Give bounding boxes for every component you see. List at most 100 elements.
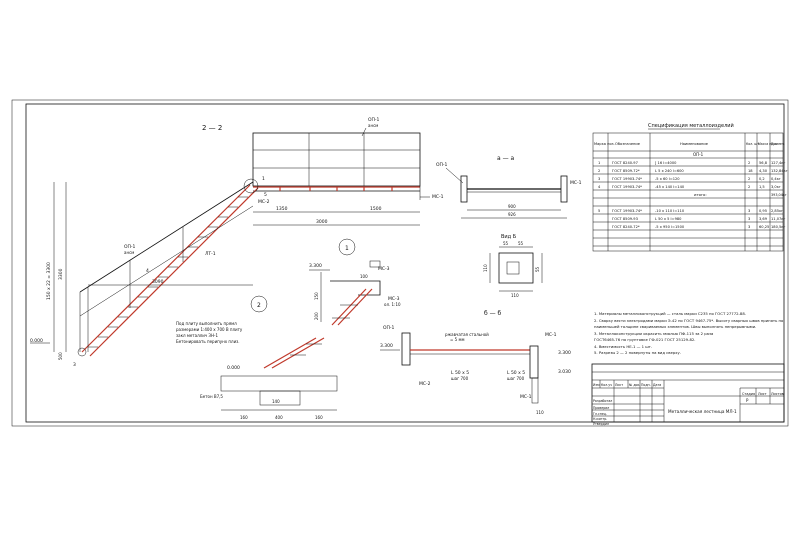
svg-text:400: 400: [275, 415, 283, 420]
svg-text:Масса ед.кг: Масса ед.кг: [758, 142, 778, 146]
svg-text:ансм: ансм: [124, 250, 134, 255]
svg-text:1. Материалы металлоконструкц: 1. Материалы металлоконструкций — сталь …: [594, 311, 746, 316]
svg-text:2,85кг: 2,85кг: [771, 209, 783, 213]
svg-text:ОП-1: ОП-1: [383, 325, 395, 331]
svg-text:-5 х 60 l=120: -5 х 60 l=120: [655, 177, 680, 181]
svg-text:L 50 х 5 l=980: L 50 х 5 l=980: [655, 217, 682, 221]
section-2-2: 2 — 2 ОП-1 ансм МС-1: [30, 117, 444, 368]
title-block: Изм Кол.уч Лист № док. Подп. Дата Разраб…: [591, 363, 785, 426]
stair-handrail: [79, 181, 254, 293]
svg-text:5: 5: [598, 209, 600, 213]
svg-text:500: 500: [58, 352, 63, 360]
svg-text:5: 5: [264, 192, 267, 198]
svg-text:3: 3: [748, 209, 750, 213]
svg-text:2. Сварку вести электродами м: 2. Сварку вести электродами марки Э-42 п…: [594, 318, 784, 323]
svg-text:№ док.: № док.: [629, 383, 640, 387]
svg-text:ЛТ-1: ЛТ-1: [205, 251, 216, 257]
svg-text:Под плиту выполнить прямл: Под плиту выполнить прямл: [176, 321, 237, 326]
svg-text:0.000: 0.000: [227, 365, 240, 371]
spec-row: 1 ГОСТ 8240-97 [ 16 l=4000 2 56,8 127,4к…: [598, 161, 785, 165]
svg-text:Наименование: Наименование: [680, 142, 709, 146]
svg-text:наименьшей толщине свариваемых: наименьшей толщине свариваемых элементов…: [594, 324, 756, 329]
svg-text:3300: 3300: [58, 268, 64, 280]
svg-text:шаг 700: шаг 700: [451, 376, 469, 381]
svg-text:1: 1: [598, 161, 600, 165]
svg-text:-10 х 110 l=110: -10 х 110 l=110: [655, 209, 685, 213]
svg-text:60,25: 60,25: [759, 225, 769, 229]
svg-text:ГОСТ 8509-93: ГОСТ 8509-93: [612, 217, 638, 221]
outer-frame: [11, 99, 789, 427]
svg-text:ГОСТ 8509-72*: ГОСТ 8509-72*: [612, 169, 640, 173]
svg-text:ГОСТ 8240-97: ГОСТ 8240-97: [612, 161, 638, 165]
svg-text:Н.контр.: Н.контр.: [593, 417, 607, 421]
svg-text:ГОСТ 8240-72*: ГОСТ 8240-72*: [612, 225, 640, 229]
section-a-a: а — а ОП-1 МС-1 900 926: [436, 155, 582, 219]
svg-text:4. Вместимость НЕ-1 — 1 шт.: 4. Вместимость НЕ-1 — 1 шт.: [594, 344, 652, 349]
svg-text:4: 4: [598, 185, 601, 189]
svg-text:Листов: Листов: [771, 392, 784, 396]
svg-text:ансм: ансм: [368, 123, 378, 128]
svg-text:Подп.: Подп.: [641, 383, 651, 387]
svg-text:2: 2: [257, 302, 261, 309]
svg-text:Вид Б: Вид Б: [501, 234, 517, 240]
spec-row: 3 ГОСТ 19903-74* -5 х 60 l=120 2 0,2 0,4…: [598, 177, 781, 181]
svg-text:110: 110: [483, 264, 488, 272]
svg-text:ОП-1: ОП-1: [436, 162, 448, 168]
svg-text:3090: 3090: [152, 279, 164, 285]
svg-text:150 х 22 = 3300: 150 х 22 = 3300: [46, 262, 52, 300]
svg-text:Лист: Лист: [758, 392, 767, 396]
svg-text:L 5 х 240 l=600: L 5 х 240 l=600: [655, 169, 684, 173]
section-b-b: б — б ОП-1 ржавчатая стальной = 5 мм 3.3…: [380, 310, 571, 415]
svg-text:Р: Р: [746, 398, 749, 403]
svg-text:Гл.спец.: Гл.спец.: [593, 412, 607, 416]
svg-text:200: 200: [314, 312, 319, 320]
stair-treads: [88, 196, 248, 348]
svg-text:итого:: итого:: [694, 192, 707, 197]
svg-text:Стадия: Стадия: [742, 392, 755, 396]
svg-text:МС-2: МС-2: [419, 381, 431, 387]
svg-text:100: 100: [360, 274, 368, 279]
section-2-2-title: 2 — 2: [202, 124, 222, 132]
svg-text:Проверил: Проверил: [593, 406, 609, 410]
spec-row: 5 ГОСТ 19903-74* -10 х 110 l=110 3 0,95 …: [598, 209, 783, 213]
svg-text:926: 926: [508, 212, 516, 217]
spec-row: ГОСТ 8240-72* -5 х 950 l=1500 3 60,25 18…: [612, 225, 785, 229]
detail-3-marker: [77, 347, 87, 357]
svg-text:3.030: 3.030: [558, 369, 571, 375]
svg-text:11,07кг: 11,07кг: [771, 217, 785, 221]
svg-text:ГОСТ 19903-74*: ГОСТ 19903-74*: [612, 185, 642, 189]
svg-text:55: 55: [535, 266, 540, 272]
svg-text:393,04кг: 393,04кг: [771, 193, 787, 197]
inner-frame: [25, 103, 785, 423]
detail-1-plate: [369, 260, 381, 268]
svg-text:127,4кг: 127,4кг: [771, 161, 785, 165]
svg-text:2: 2: [748, 177, 750, 181]
svg-text:3. Металлоконструкции окрасит: 3. Металлоконструкции окрасить эмалью ПФ…: [594, 331, 713, 336]
vid-b: Вид Б 55 55 110 55 110: [483, 234, 543, 298]
svg-text:4: 4: [146, 268, 149, 274]
svg-text:МС-3: МС-3: [388, 296, 400, 302]
svg-text:3: 3: [598, 177, 600, 181]
svg-text:160: 160: [315, 415, 323, 420]
svg-text:МС-1: МС-1: [520, 394, 532, 400]
svg-text:Разработал: Разработал: [593, 399, 612, 403]
svg-text:шаг 700: шаг 700: [507, 376, 525, 381]
svg-text:ОП-1: ОП-1: [693, 152, 704, 157]
svg-text:-45 х 140 l=140: -45 х 140 l=140: [655, 185, 685, 189]
svg-text:МС-1: МС-1: [570, 180, 582, 186]
detail-2-foundation: [220, 375, 338, 392]
svg-text:3,0кг: 3,0кг: [771, 185, 781, 189]
svg-text:900: 900: [508, 204, 516, 209]
svg-text:ГОСТ6465-76 по грунтовке ГФ-02: ГОСТ6465-76 по грунтовке ГФ-021 ГОСТ 251…: [594, 337, 695, 342]
section-a-a-beam: [460, 175, 468, 203]
svg-text:3.300: 3.300: [380, 343, 393, 349]
spec-row: 4 ГОСТ 19903-74* -45 х 140 l=140 2 1,5 3…: [598, 185, 781, 189]
svg-text:закл металлич ЗН-1: закл металлич ЗН-1: [176, 333, 218, 338]
svg-text:Кол.уч: Кол.уч: [601, 383, 612, 387]
svg-text:Марка поз.: Марка поз.: [594, 142, 615, 146]
svg-text:Дата: Дата: [653, 383, 661, 387]
svg-text:= 5 мм: = 5 мм: [450, 337, 464, 342]
svg-text:ГОСТ 19903-74*: ГОСТ 19903-74*: [612, 177, 642, 181]
svg-text:МС-3: МС-3: [378, 266, 390, 272]
